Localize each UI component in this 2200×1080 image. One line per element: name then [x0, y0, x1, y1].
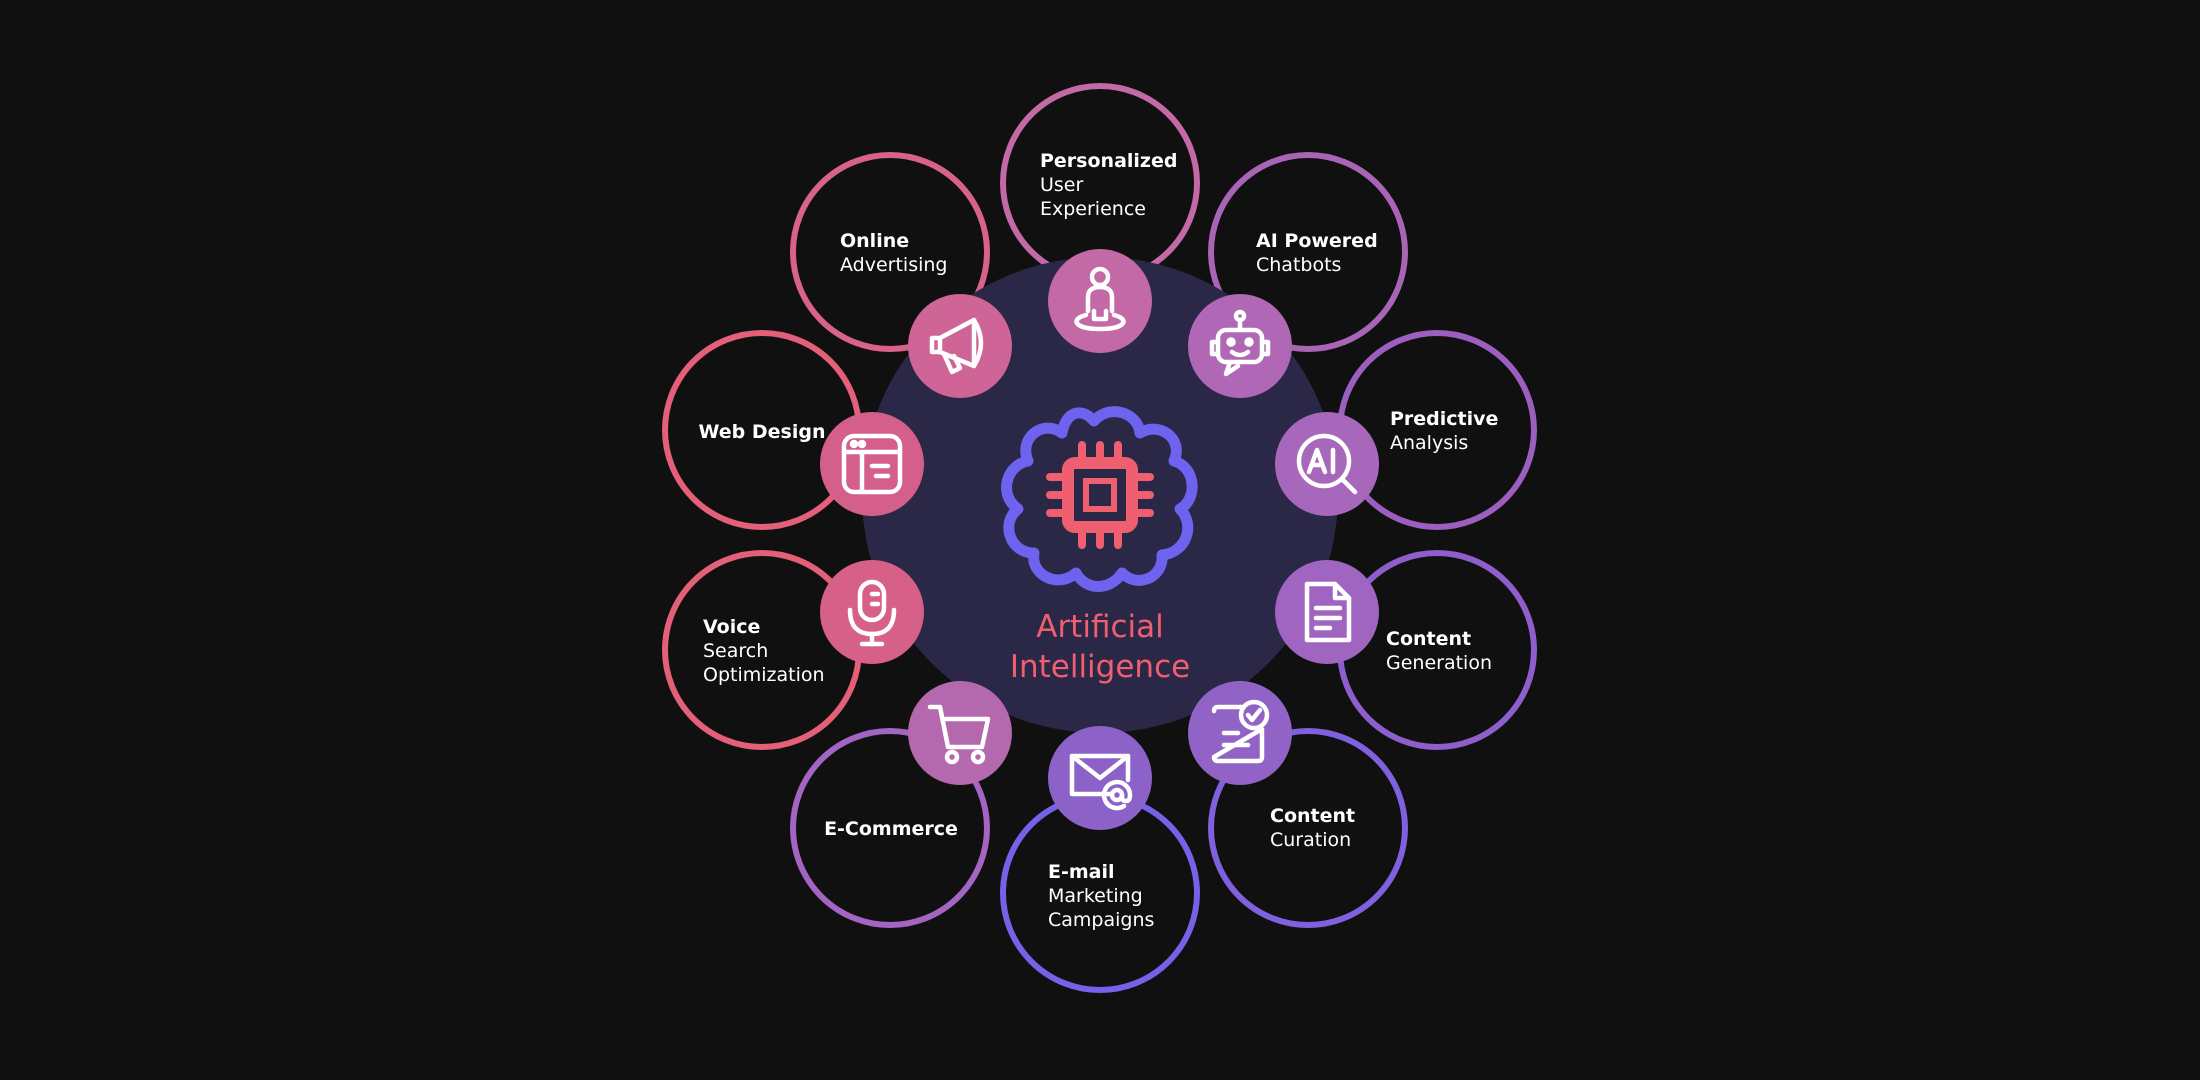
badge-personalized-user-experience: [1048, 249, 1152, 353]
label-e-commerce: E-Commerce: [824, 818, 958, 840]
badge-circle: [1188, 294, 1292, 398]
label-heading: Content: [1386, 628, 1471, 650]
center-title-line-2: Intelligence: [1010, 649, 1190, 685]
chip-icon: [1046, 441, 1154, 549]
label-heading: Online: [840, 230, 909, 252]
badge-circle: [908, 681, 1012, 785]
badge-web-design: [820, 412, 924, 516]
label-line: Generation: [1386, 652, 1492, 674]
label-line: User: [1040, 174, 1083, 196]
center-title: Artificial Intelligence: [1010, 609, 1190, 685]
microphone-icon: [847, 579, 897, 647]
label-web-design: Web Design: [699, 421, 826, 443]
badge-circle: [1048, 249, 1152, 353]
badge-online-advertising: [908, 294, 1012, 398]
label-line: Analysis: [1390, 432, 1468, 454]
label-heading: E-mail: [1048, 861, 1115, 883]
badge-voice-search-optimization: [820, 560, 924, 664]
label-heading: Content: [1270, 805, 1355, 827]
label-line: Optimization: [703, 664, 825, 686]
node-badges: [820, 249, 1379, 830]
badge-predictive-analysis: [1275, 412, 1379, 516]
web-layout-icon: [841, 433, 903, 495]
ring-predictive-analysis: [1337, 330, 1537, 530]
label-heading: AI Powered: [1256, 230, 1378, 252]
badge-email-marketing-campaigns: [1048, 726, 1152, 830]
document-icon: [1304, 581, 1352, 643]
label-heading: Web Design: [699, 421, 826, 443]
email-at-icon: [1069, 753, 1133, 811]
user-location-icon: [1074, 266, 1126, 332]
badge-e-commerce: [908, 681, 1012, 785]
label-line: Marketing: [1048, 885, 1143, 907]
label-line: Advertising: [840, 254, 947, 276]
badge-content-curation: [1188, 681, 1292, 785]
label-line: Search: [703, 640, 768, 662]
badge-content-generation: [1275, 560, 1379, 664]
label-line: Campaigns: [1048, 909, 1154, 931]
robot-icon: [1209, 309, 1271, 377]
badge-circle: [908, 294, 1012, 398]
center-title-line-1: Artificial: [1036, 609, 1164, 645]
label-heading: Voice: [703, 616, 760, 638]
label-line: Experience: [1040, 198, 1146, 220]
ring-online-advertising: [790, 152, 990, 352]
badge-ai-powered-chatbots: [1188, 294, 1292, 398]
label-heading: Predictive: [1390, 408, 1498, 430]
checklist-icon: [1211, 699, 1270, 764]
label-line: Curation: [1270, 829, 1351, 851]
label-heading: E-Commerce: [824, 818, 958, 840]
megaphone-icon: [929, 317, 984, 375]
ring-ai-powered-chatbots: [1208, 152, 1408, 352]
ai-magnifier-icon: [1296, 433, 1358, 495]
label-line: Chatbots: [1256, 254, 1341, 276]
label-heading: Personalized: [1040, 150, 1177, 172]
badge-circle: [1275, 412, 1379, 516]
badge-circle: [1275, 560, 1379, 664]
badge-circle: [820, 560, 924, 664]
ring-e-commerce: [790, 728, 990, 928]
shopping-cart-icon: [927, 704, 991, 765]
ring-content-curation: [1208, 728, 1408, 928]
brain-chip-icon: [1001, 406, 1198, 592]
